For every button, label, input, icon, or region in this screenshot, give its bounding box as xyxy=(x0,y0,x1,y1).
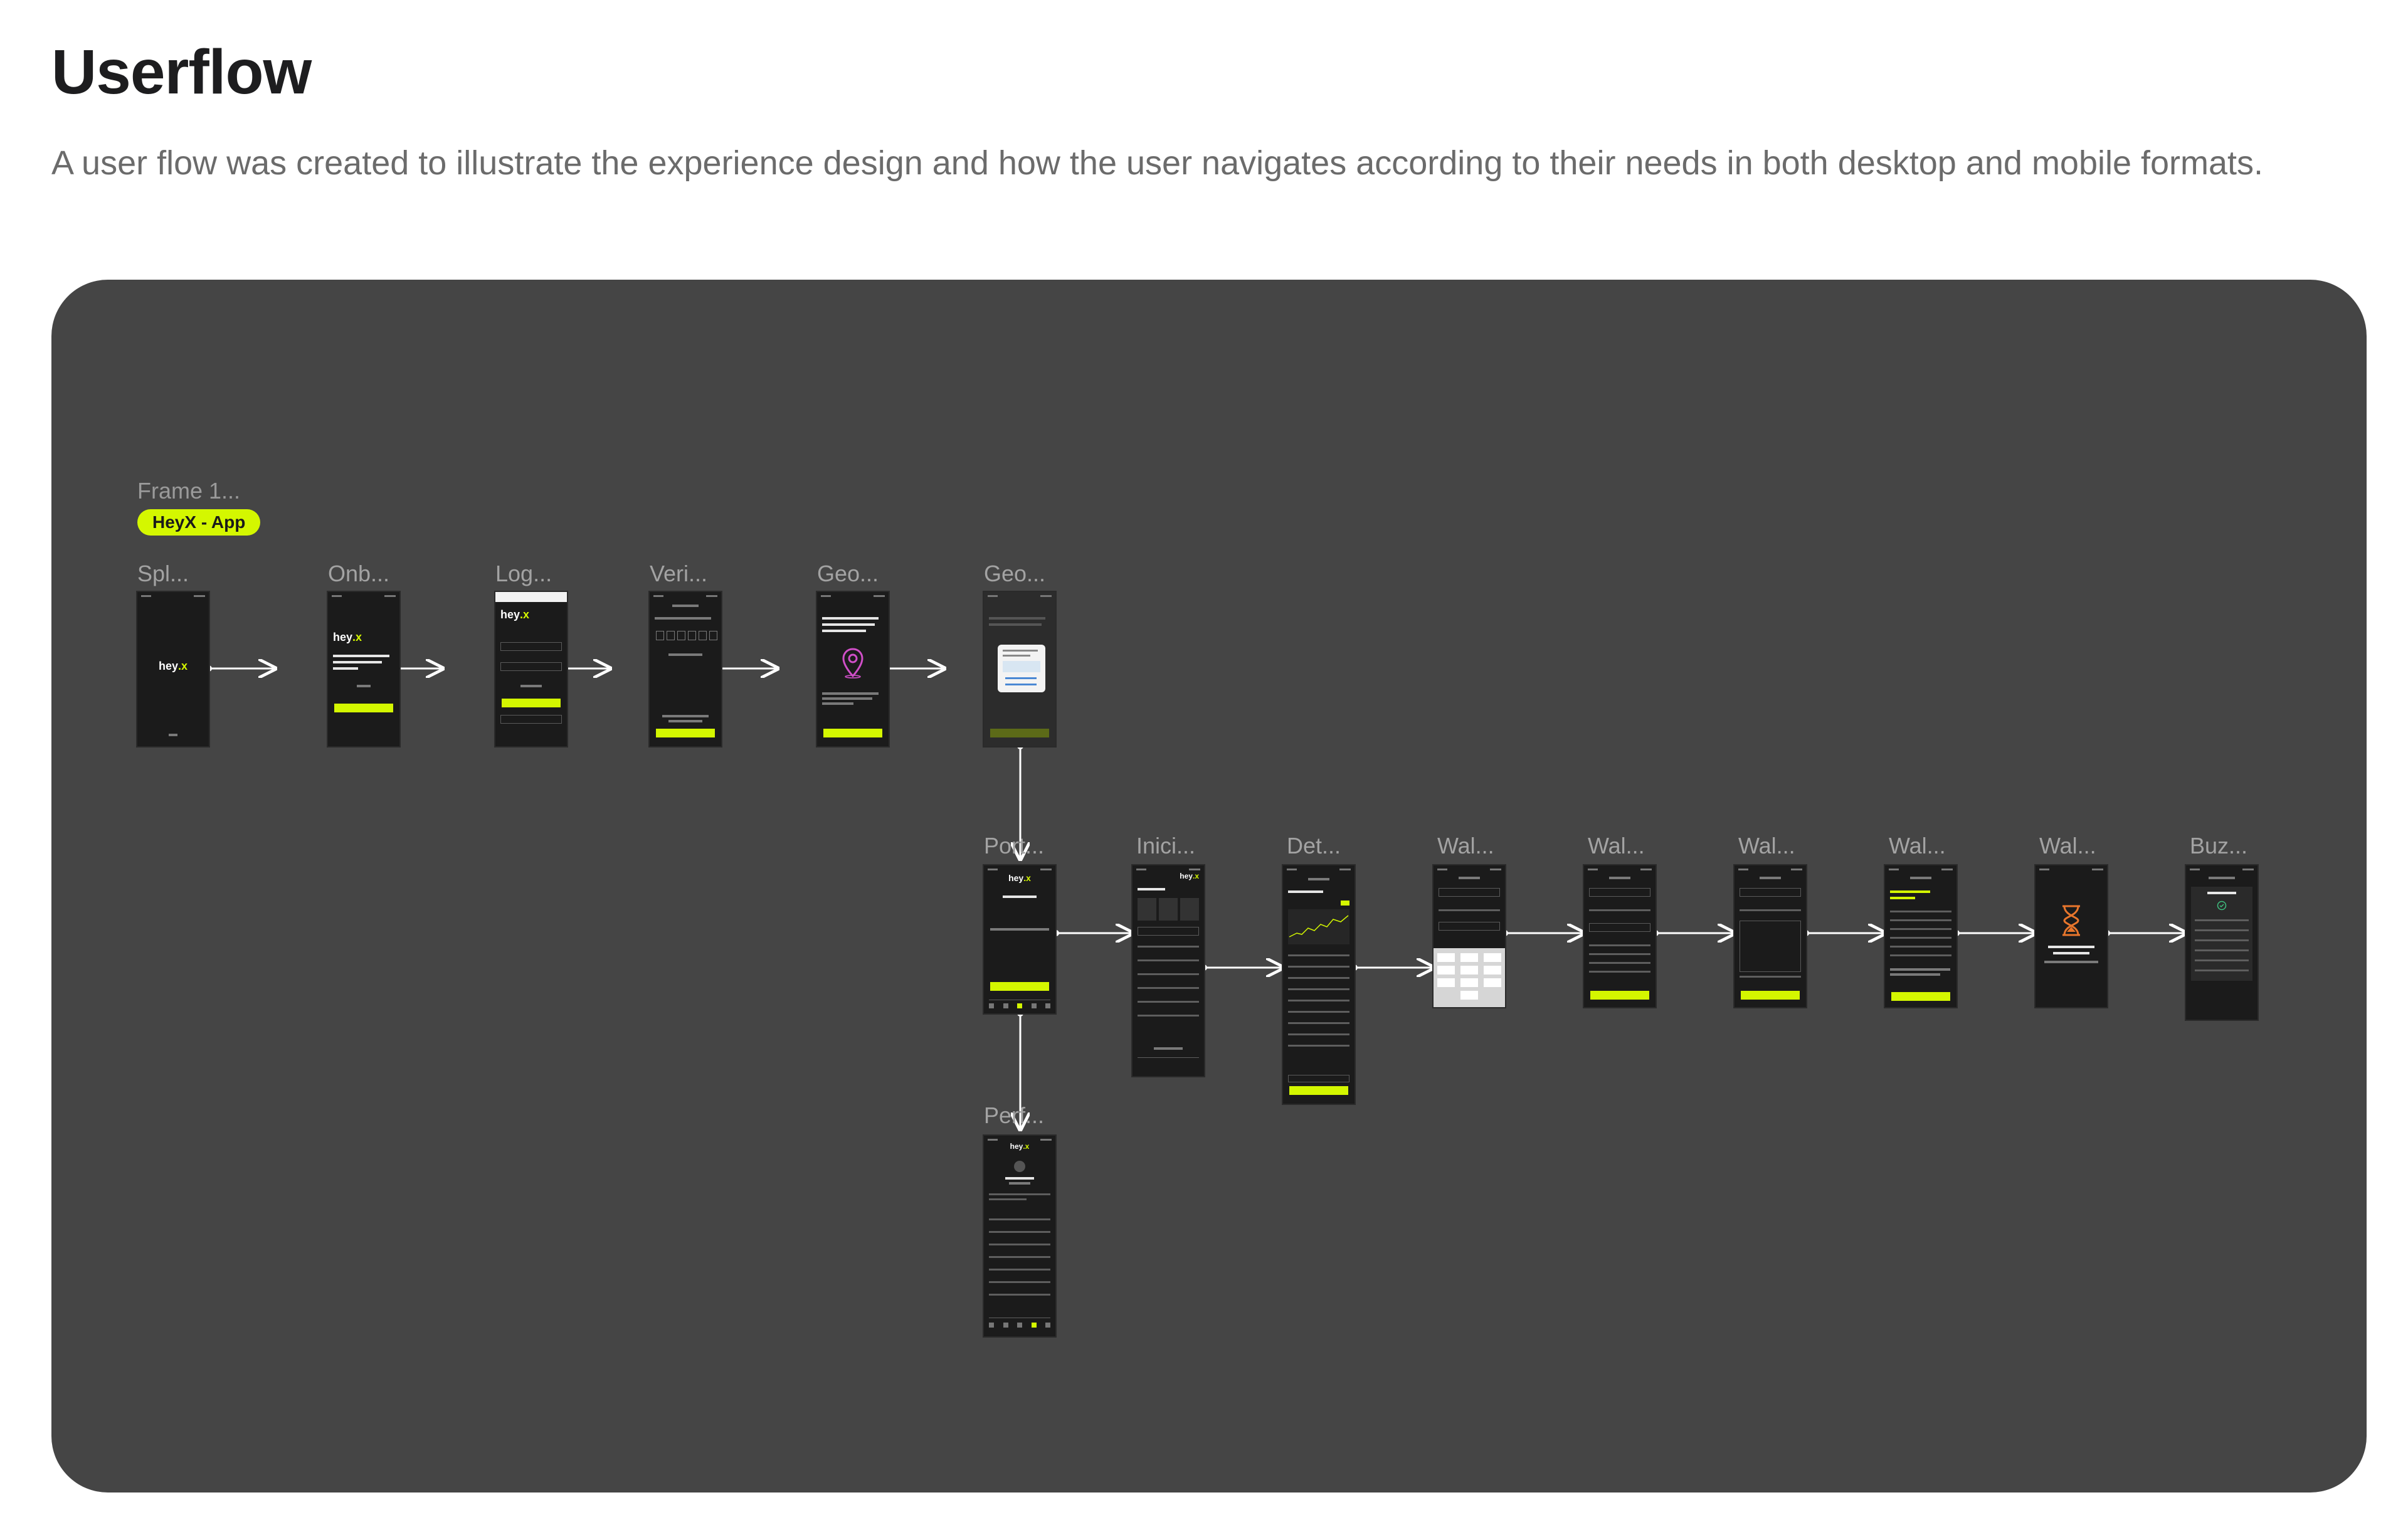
avatar xyxy=(1014,1161,1025,1172)
screen-geolocation-1[interactable] xyxy=(817,592,889,746)
screen-login[interactable]: hey.x xyxy=(495,592,567,746)
screen-wallet-4[interactable] xyxy=(1885,865,1956,1007)
price-chart xyxy=(1288,909,1349,944)
flow-connectors xyxy=(206,280,2367,1492)
screen-splash[interactable]: hey.x xyxy=(137,592,209,746)
bottom-nav[interactable] xyxy=(989,1323,1050,1328)
app-badge: HeyX - App xyxy=(137,509,261,536)
page-title: Userflow xyxy=(51,37,312,107)
screen-label-onboarding: Onb... xyxy=(328,561,390,586)
screen-buzon[interactable] xyxy=(2186,865,2258,1020)
heyx-logo: hey.x xyxy=(158,660,188,672)
screen-geolocation-2[interactable] xyxy=(984,592,1055,746)
screen-label-wallet-1: Wal... xyxy=(1437,833,1494,858)
screen-verify[interactable] xyxy=(650,592,721,746)
page-description: A user flow was created to illustrate th… xyxy=(51,144,2264,182)
heyx-logo: hey.x xyxy=(1008,873,1031,883)
screen-label-profile: Perf... xyxy=(984,1102,1045,1128)
bottom-nav[interactable] xyxy=(989,1003,1050,1008)
location-pin-icon xyxy=(842,648,863,679)
userflow-board[interactable]: Frame 1... HeyX - App xyxy=(51,280,2367,1492)
heyx-logo: hey.x xyxy=(500,608,530,621)
screen-portfolio[interactable]: hey.x xyxy=(984,865,1055,1013)
screen-label-splash: Spl... xyxy=(137,561,189,586)
screen-detail[interactable] xyxy=(1283,865,1354,1104)
screen-wallet-2[interactable] xyxy=(1584,865,1656,1007)
screen-wallet-5[interactable] xyxy=(2036,865,2107,1007)
frame-label: Frame 1... xyxy=(137,478,241,504)
screen-profile[interactable]: hey.x xyxy=(984,1136,1055,1336)
keypad-icon[interactable] xyxy=(1434,948,1505,1007)
heyx-logo: hey.x xyxy=(333,631,362,643)
screen-label-wallet-3: Wal... xyxy=(1738,833,1795,858)
code-input-boxes[interactable] xyxy=(656,631,717,640)
screen-label-login: Log... xyxy=(495,561,552,586)
screen-label-inicio: Inici... xyxy=(1136,833,1196,858)
check-circle-icon xyxy=(2217,901,2227,911)
permission-dialog[interactable] xyxy=(998,645,1045,692)
screen-onboarding[interactable]: hey.x xyxy=(328,592,399,746)
screen-label-geo-1: Geo... xyxy=(817,561,879,586)
heyx-logo: hey.x xyxy=(1180,872,1199,880)
screen-label-buzon: Buz... xyxy=(2190,833,2248,858)
screen-label-portfolio: Port... xyxy=(984,833,1045,858)
screen-wallet-1[interactable] xyxy=(1434,865,1505,1007)
screen-label-wallet-2: Wal... xyxy=(1588,833,1645,858)
screen-label-detail: Det... xyxy=(1287,833,1341,858)
hourglass-icon xyxy=(2062,905,2080,936)
screen-label-verify: Veri... xyxy=(650,561,708,586)
screen-label-geo-2: Geo... xyxy=(984,561,1046,586)
screen-wallet-3[interactable] xyxy=(1735,865,1806,1007)
screen-inicio[interactable]: hey.x xyxy=(1133,865,1204,1076)
screen-label-wallet-4: Wal... xyxy=(1889,833,1946,858)
screen-label-wallet-5: Wal... xyxy=(2039,833,2096,858)
heyx-logo: hey.x xyxy=(1010,1142,1030,1151)
